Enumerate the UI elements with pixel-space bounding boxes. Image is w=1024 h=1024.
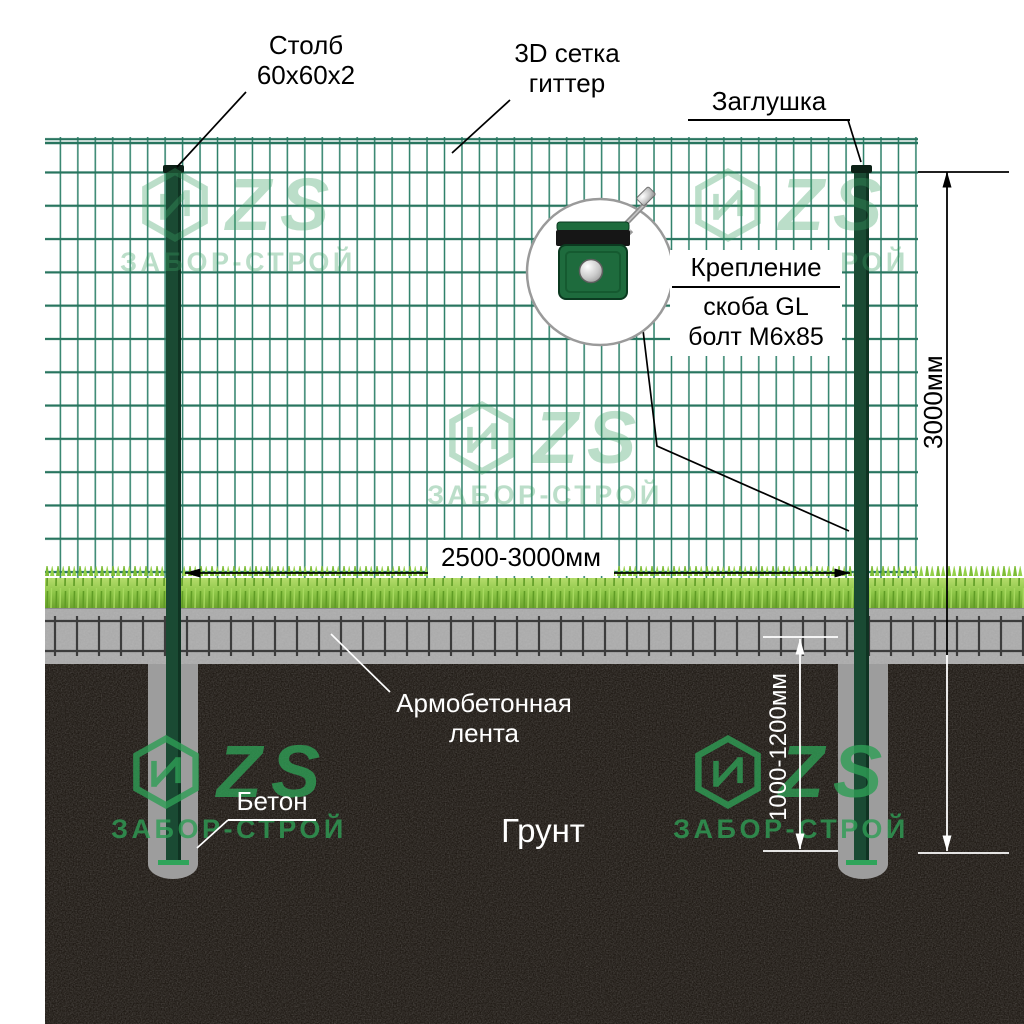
concrete-label-text: Бетон (236, 786, 308, 816)
bracket-detail-inset (525, 186, 675, 347)
dim-span-text: 2500-3000мм (440, 542, 602, 572)
fastening-label: Крепление скоба GL болт М6х85 (670, 250, 842, 356)
watermark-logo-icon (694, 168, 761, 242)
concrete-footing-right (838, 658, 888, 879)
fence-mesh-panel (45, 137, 918, 603)
watermark-name: ЗАБОР-СТРОЙ (120, 247, 356, 277)
fastening-line2: болт М6х85 (688, 322, 824, 351)
leader-strip-label (330, 633, 391, 693)
bracket-bolt (610, 186, 656, 247)
post-label: Столб 60х60х2 (240, 30, 372, 91)
watermark-logo-text: ZS (532, 396, 646, 479)
concrete-strip-label-line2: лента (448, 718, 520, 749)
watermark-logo-text: ZS (778, 730, 892, 813)
dim-height-label: 3000мм (918, 341, 948, 463)
concrete-footing-left (148, 658, 198, 879)
watermark: ZS ЗАБОР-СТРОЙ (95, 163, 381, 278)
fence-post-left (158, 165, 189, 865)
bracket-clamp-top (556, 221, 630, 232)
leader-post-label (176, 91, 247, 168)
bracket-nut (578, 258, 604, 284)
post-cap-left (163, 165, 184, 173)
bracket-clamp (556, 230, 630, 246)
inset-circle (525, 197, 675, 347)
mesh-label: 3D сетка гиттер (494, 38, 640, 99)
watermark-name: ЗАБОР-СТРОЙ (427, 480, 663, 510)
dim-depth-text: 1000-1200мм (764, 673, 792, 821)
watermark-logo-icon (132, 735, 199, 809)
concrete-label: Бетон (228, 786, 316, 822)
cap-label-text: Заглушка (711, 86, 827, 116)
post-label-line1: Столб (268, 30, 344, 60)
mesh-label-line2: гиттер (528, 68, 606, 99)
watermark-logo-text: ZS (225, 163, 339, 246)
concrete-strip-label: Армобетонная лента (392, 688, 576, 749)
mesh-label-line1: 3D сетка (514, 38, 620, 68)
watermark-logo-text: ZS (778, 163, 892, 246)
bracket-plate (558, 244, 628, 300)
watermark-logo-icon (141, 168, 208, 242)
fastening-line1: скоба GL (703, 293, 809, 322)
dim-depth-label: 1000-1200мм (765, 665, 793, 829)
fence-post-right (846, 165, 877, 865)
concrete-strip-label-line1: Армобетонная (396, 688, 572, 718)
fastening-title: Крепление (672, 252, 840, 289)
leader-mesh-label (451, 99, 511, 154)
ground-label-text: Грунт (501, 812, 585, 849)
watermark-logo-icon (448, 401, 515, 475)
bracket-illustration (556, 186, 656, 300)
watermark: ZS ЗАБОР-СТРОЙ (402, 396, 688, 511)
leader-bracket-to-post (642, 329, 850, 532)
concrete-strip (45, 606, 1024, 664)
cap-label: Заглушка (688, 86, 850, 122)
dim-height (918, 171, 1009, 854)
leader-cap-label (847, 119, 862, 163)
watermark-logo-icon (694, 735, 761, 809)
dim-span-label: 2500-3000мм (428, 540, 614, 577)
bracket-plate-inner-edge (565, 251, 621, 293)
post-cap-right (851, 165, 872, 173)
leader-concrete-label (196, 819, 229, 849)
dim-height-text: 3000мм (917, 355, 948, 449)
rebar-grid (45, 616, 1024, 656)
post-label-line2: 60х60х2 (256, 60, 356, 91)
ground-label: Грунт (476, 812, 610, 851)
